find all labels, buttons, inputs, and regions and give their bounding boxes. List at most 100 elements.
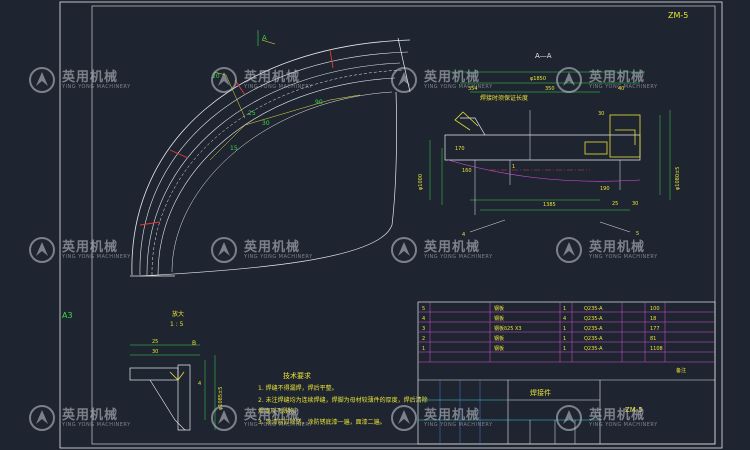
svg-text:φ1080±5: φ1080±5 xyxy=(675,167,681,190)
watermark-sub: YING YONG MACHINERY xyxy=(589,253,658,260)
outer-arc xyxy=(131,39,411,276)
bom-row: 4 钢板 4 Q235-A 18 xyxy=(422,315,656,322)
svg-text:25: 25 xyxy=(152,339,158,345)
svg-text:钢板: 钢板 xyxy=(494,345,504,352)
watermark-sub: YING YONG MACHINERY xyxy=(424,421,493,428)
watermark-brand: 英用机械 xyxy=(424,69,481,85)
svg-text:25: 25 xyxy=(612,201,618,207)
brand-logo-icon xyxy=(556,67,582,93)
watermark-sub: YING YONG MACHINERY xyxy=(244,421,313,428)
inner-curve xyxy=(139,91,397,277)
svg-text:φ1000: φ1000 xyxy=(418,174,424,190)
watermark-brand: 英用机械 xyxy=(589,239,646,255)
bom-row: 2 钢板 1 Q235-A 81 xyxy=(422,335,656,342)
brand-logo-icon xyxy=(556,405,582,431)
svg-text:Q235-A: Q235-A xyxy=(584,346,603,352)
bom-row: 5 钢板 1 Q235-A 100 xyxy=(422,305,660,312)
section-title: A—A xyxy=(535,52,552,60)
brand-logo-icon xyxy=(211,237,237,263)
watermark-brand: 英用机械 xyxy=(62,69,119,85)
arc-3 xyxy=(146,62,401,276)
watermark-brand: 英用机械 xyxy=(589,407,646,423)
brand-logo-icon xyxy=(211,67,237,93)
watermark-sub: YING YONG MACHINERY xyxy=(589,83,658,90)
requirement-line-1: 1. 焊缝不得漏焊，焊后平整。 xyxy=(258,384,338,392)
watermark-sub: YING YONG MACHINERY xyxy=(244,83,313,90)
watermark-sub: YING YONG MACHINERY xyxy=(589,421,658,428)
svg-text:B: B xyxy=(192,340,196,347)
outer-frame xyxy=(59,1,723,449)
brand-logo-icon xyxy=(211,405,237,431)
requirement-line-3: 焊渣及飞溅物。 xyxy=(258,407,300,415)
svg-text:钢板: 钢板 xyxy=(494,305,504,312)
watermark-brand: 英用机械 xyxy=(424,407,481,423)
svg-text:30: 30 xyxy=(152,349,158,355)
view-arrow-label: A xyxy=(262,34,267,42)
svg-text:4: 4 xyxy=(462,232,465,238)
watermark-sub: YING YONG MACHINERY xyxy=(62,421,131,428)
arc-dim-1: 90 xyxy=(315,99,323,106)
watermark-brand: 英用机械 xyxy=(589,69,646,85)
svg-text:81: 81 xyxy=(650,336,656,342)
drawing-code: ZM-5 xyxy=(625,406,643,414)
arc-dim-4: 20 xyxy=(212,73,220,80)
bom-row: 3 钢板δ25 X3 1 Q235-A 177 xyxy=(422,325,660,332)
svg-text:φ1850: φ1850 xyxy=(530,76,546,82)
part-name: 焊接件 xyxy=(530,388,551,397)
svg-text:5: 5 xyxy=(422,306,425,312)
svg-text:1: 1 xyxy=(563,336,566,342)
brand-logo-icon xyxy=(29,237,55,263)
svg-text:钢板: 钢板 xyxy=(494,315,504,322)
brand-logo-icon xyxy=(391,405,417,431)
svg-text:Q235-A: Q235-A xyxy=(584,336,603,342)
watermark-brand: 英用机械 xyxy=(244,407,301,423)
svg-text:5: 5 xyxy=(636,231,639,237)
svg-text:Q235-A: Q235-A xyxy=(584,326,603,332)
requirement-line-2: 2. 未注焊缝均为连续焊缝，焊脚为母材较薄件的厚度，焊后清除 xyxy=(258,396,428,404)
sheet-code: ZM-5 xyxy=(668,11,688,20)
arc-4 xyxy=(157,77,396,276)
svg-text:4: 4 xyxy=(198,381,201,387)
svg-text:3: 3 xyxy=(422,326,425,332)
watermark-brand: 英用机械 xyxy=(244,69,301,85)
svg-text:1: 1 xyxy=(422,346,425,352)
brand-logo-icon xyxy=(391,237,417,263)
svg-text:30: 30 xyxy=(598,111,604,117)
svg-text:4: 4 xyxy=(563,316,566,322)
svg-text:354: 354 xyxy=(468,86,478,92)
watermark-brand: 英用机械 xyxy=(62,407,119,423)
svg-text:1: 1 xyxy=(512,164,515,170)
brand-logo-icon xyxy=(29,67,55,93)
title-block: 5 钢板 1 Q235-A 100 4 钢板 4 Q235-A 18 3 钢板δ… xyxy=(417,301,716,445)
watermark-sub: YING YONG MACHINERY xyxy=(244,253,313,260)
technical-requirements: 技术要求 1. 焊缝不得漏焊，焊后平整。 2. 未注焊缝均为连续焊缝，焊脚为母材… xyxy=(258,371,428,426)
svg-text:190: 190 xyxy=(600,186,610,192)
svg-text:φ1085±5: φ1085±5 xyxy=(218,387,224,410)
bom-remark: 备注 xyxy=(676,367,686,374)
watermark-brand: 英用机械 xyxy=(244,239,301,255)
watermark-brand: 英用机械 xyxy=(62,239,119,255)
arc-dim-5: 25 xyxy=(248,110,256,117)
sheet-size: A3 xyxy=(62,311,73,320)
svg-text:350: 350 xyxy=(545,86,555,92)
svg-text:1385: 1385 xyxy=(543,202,556,208)
watermark-sub: YING YONG MACHINERY xyxy=(62,253,131,260)
svg-text:18: 18 xyxy=(650,316,656,322)
svg-text:40: 40 xyxy=(618,86,624,92)
detail-view: 放大 1 : 5 25 30 B 4 φ1085±5 xyxy=(129,310,224,431)
requirement-line-4: 3. 涂漆前应除锈，涂防锈底漆一遍，面漆二遍。 xyxy=(258,418,386,426)
arc-hidden xyxy=(151,69,405,276)
svg-text:钢板δ25 X3: 钢板δ25 X3 xyxy=(494,325,522,332)
arc-dim-2: 30 xyxy=(262,120,270,127)
